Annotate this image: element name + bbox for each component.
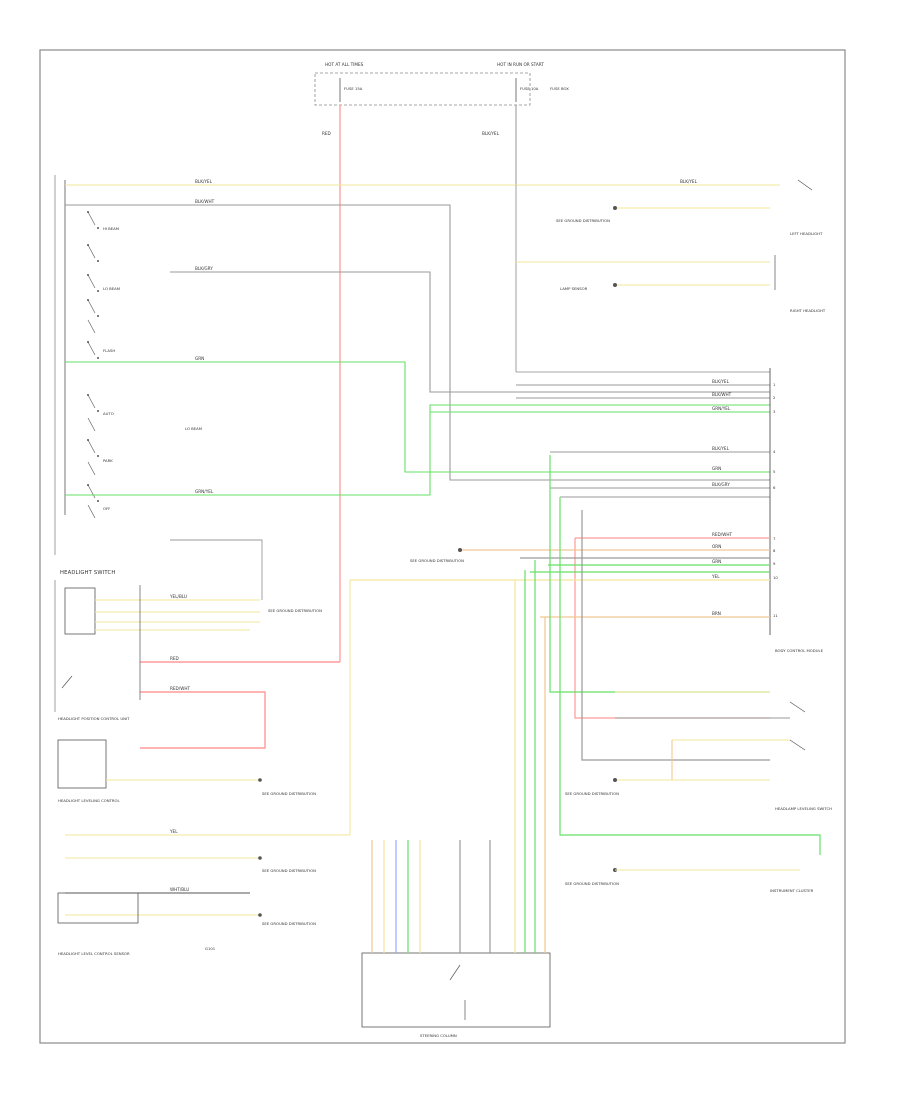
wire-label-l-4: YEL bbox=[711, 574, 720, 579]
see-ground-4: SEE GROUND DISTRIBUTION bbox=[262, 791, 316, 796]
wire-label-red-top: RED bbox=[322, 131, 331, 136]
body-control-module-label: BODY CONTROL MODULE bbox=[775, 648, 824, 653]
fuse-value-right: FUSE 10A bbox=[520, 86, 539, 91]
headlamp-level-label: HEADLAMP LEVELING SWITCH bbox=[775, 806, 832, 811]
wire-label-red-mid: RED bbox=[170, 656, 179, 661]
headlight-position-unit: YEL/BLU RED RED/WHT SEE GROUND DISTRIBUT… bbox=[54, 539, 340, 749]
label-flash: FLASH bbox=[103, 348, 115, 353]
wire-label-l-2: ORN bbox=[712, 544, 721, 549]
svg-text:2: 2 bbox=[773, 395, 776, 400]
left-headlight-label: LEFT HEADLIGHT bbox=[790, 231, 823, 236]
svg-text:6: 6 bbox=[773, 485, 776, 490]
svg-text:7: 7 bbox=[773, 536, 776, 541]
label-auto: AUTO bbox=[103, 411, 114, 416]
svg-text:8: 8 bbox=[773, 548, 776, 553]
see-ground-3: SEE GROUND DISTRIBUTION bbox=[268, 608, 322, 613]
level-sensor-label: HEADLIGHT LEVEL CONTROL SENSOR bbox=[58, 951, 130, 956]
headlight-position-label: HEADLIGHT POSITION CONTROL UNIT bbox=[58, 716, 130, 721]
label-park: PARK bbox=[103, 458, 113, 463]
body-control-module: 1 2 3 4 5 6 7 8 9 10 11 BODY CONTROL MODULE bbox=[769, 368, 824, 653]
right-lower-switches: SEE GROUND DISTRIBUTION SEE GROUND DISTR… bbox=[565, 691, 832, 893]
wire-label-l-3: GRN bbox=[712, 559, 721, 564]
see-ground-5: SEE GROUND DISTRIBUTION bbox=[262, 868, 316, 873]
right-headlight-label: RIGHT HEADLIGHT bbox=[790, 308, 826, 313]
wire-bundle-top bbox=[65, 184, 780, 498]
steering-column-label: STEERING COLUMN bbox=[420, 1033, 457, 1038]
wire-label-grnyel: GRN/YEL bbox=[195, 489, 214, 494]
see-ground-7: SEE GROUND DISTRIBUTION bbox=[565, 791, 619, 796]
wire-label-yel-low: YEL bbox=[169, 829, 178, 834]
level-sensor: YEL WHT/BLU SEE GROUND DISTRIBUTION SEE … bbox=[57, 580, 351, 956]
wire-label-l-1: RED/WHT bbox=[712, 532, 732, 537]
wire-label-blkyel-1: BLK/YEL bbox=[195, 179, 213, 184]
right-upper-area: LEFT HEADLIGHT RIGHT HEADLIGHT SEE GROUN… bbox=[515, 179, 826, 373]
label-hi-beam: HI BEAM bbox=[103, 226, 119, 231]
wire-label-r-5: GRN bbox=[712, 466, 721, 471]
wire-label-r-3: GRN/YEL bbox=[712, 406, 731, 411]
label-left-lo: LO BEAM bbox=[185, 426, 202, 431]
svg-text:3: 3 bbox=[773, 409, 776, 414]
ground-label: G101 bbox=[205, 946, 216, 951]
wire-label-wht-blu: WHT/BLU bbox=[170, 887, 189, 892]
wire-label-yel-blu: YEL/BLU bbox=[169, 594, 187, 599]
wire-label-r-4: BLK/YEL bbox=[712, 446, 730, 451]
instrument-cluster-label: INSTRUMENT CLUSTER bbox=[770, 888, 814, 893]
wire-label-l-5: BRN bbox=[712, 611, 721, 616]
wire-label-blkgry: BLK/GRY bbox=[195, 266, 213, 271]
headlight-switch: HI BEAM LO BEAM FLASH AUTO PARK OFF LO B… bbox=[54, 175, 202, 576]
svg-text:11: 11 bbox=[773, 613, 778, 618]
see-ground-6: SEE GROUND DISTRIBUTION bbox=[262, 921, 316, 926]
wire-label-r-6: BLK/GRY bbox=[712, 482, 730, 487]
wire-label-blkyel-top: BLK/YEL bbox=[482, 131, 500, 136]
wire-label-blkyel-2: BLK/YEL bbox=[680, 179, 698, 184]
lamp-sensor-label: LAMP SENSOR bbox=[560, 286, 588, 291]
fuse-label-left: HOT AT ALL TIMES bbox=[325, 62, 364, 67]
wire-label-r-2: BLK/WHT bbox=[712, 392, 732, 397]
headlight-switch-label: HEADLIGHT SWITCH bbox=[60, 570, 115, 576]
diagram-frame bbox=[39, 49, 846, 1044]
fuse-label-right: HOT IN RUN OR START bbox=[497, 62, 544, 67]
label-off: OFF bbox=[103, 506, 110, 511]
see-ground-1: SEE GROUND DISTRIBUTION bbox=[556, 218, 610, 223]
headlight-leveling-control: SEE GROUND DISTRIBUTION HEADLIGHT LEVELI… bbox=[57, 739, 316, 803]
label-lo-beam: LO BEAM bbox=[103, 286, 120, 291]
wire-label-blkwht: BLK/WHT bbox=[195, 199, 215, 204]
svg-text:9: 9 bbox=[773, 561, 776, 566]
svg-text:1: 1 bbox=[773, 382, 776, 387]
steering-column-module: STEERING COLUMN bbox=[361, 560, 551, 1038]
wire-label-grn: GRN bbox=[195, 356, 204, 361]
see-ground-2: SEE GROUND DISTRIBUTION bbox=[410, 558, 464, 563]
fuse-box: HOT AT ALL TIMES HOT IN RUN OR START FUS… bbox=[314, 62, 569, 106]
fuse-value-left: FUSE 15A bbox=[344, 86, 363, 91]
svg-text:5: 5 bbox=[773, 469, 776, 474]
headlight-leveling-label: HEADLIGHT LEVELING CONTROL bbox=[58, 798, 120, 803]
fuse-box-label: FUSE BOX bbox=[550, 86, 569, 91]
wire-label-r-1: BLK/YEL bbox=[712, 379, 730, 384]
svg-text:10: 10 bbox=[773, 575, 778, 580]
svg-text:4: 4 bbox=[773, 449, 776, 454]
wire-label-redwht: RED/WHT bbox=[170, 686, 190, 691]
see-ground-8: SEE GROUND DISTRIBUTION bbox=[565, 881, 619, 886]
